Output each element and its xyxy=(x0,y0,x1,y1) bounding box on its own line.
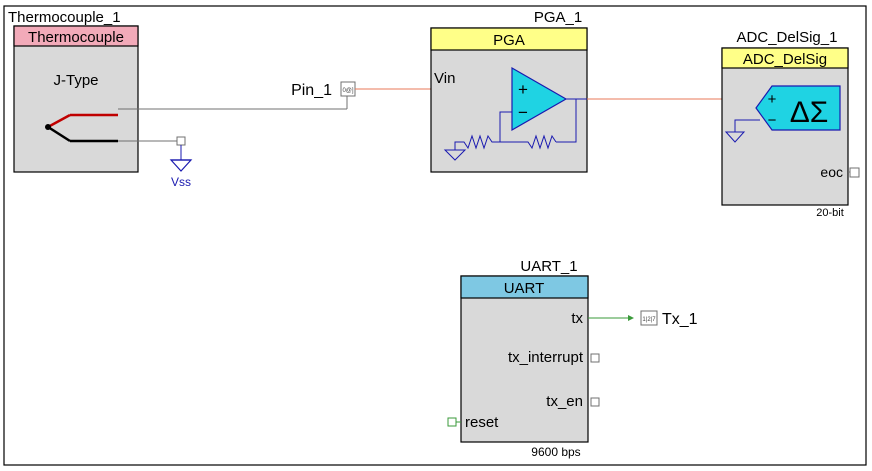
uart-tx-label: tx xyxy=(571,310,583,327)
tx-en-terminal-icon[interactable] xyxy=(590,397,600,407)
uart-tx-en-label: tx_en xyxy=(546,393,583,410)
pga-component[interactable]: PGA_1 PGA Vin + − xyxy=(430,9,588,173)
pga-plus-label: + xyxy=(518,80,528,99)
vss-terminal-icon[interactable] xyxy=(176,136,186,146)
analog-pin-glyph: 0@] xyxy=(342,88,353,94)
vss-label: Vss xyxy=(171,175,191,189)
reset-terminal-icon[interactable] xyxy=(447,417,457,427)
uart-reset-label: reset xyxy=(465,414,499,431)
pga-minus-label: − xyxy=(518,103,528,122)
opamp-icon xyxy=(511,66,568,132)
tx1-label: Tx_1 xyxy=(662,311,698,328)
sheet-border xyxy=(3,5,867,466)
pin1-component[interactable]: Pin_1 0@] xyxy=(291,81,356,99)
digital-pin-glyph: 1|2|7 xyxy=(642,317,656,323)
uart-component[interactable]: UART_1 UART tx tx_interrupt tx_en reset … xyxy=(447,258,600,459)
wire-arrow-icon xyxy=(628,315,634,321)
adc-instance-name: ADC_DelSig_1 xyxy=(737,29,838,46)
uart-baud-label: 9600 bps xyxy=(531,445,580,459)
thermocouple-junction-icon xyxy=(45,113,118,143)
thermocouple-header xyxy=(13,25,139,47)
pga-header-label: PGA xyxy=(493,32,525,49)
adc-symbol: ΔΣ xyxy=(790,96,829,129)
uart-header-label: UART xyxy=(504,280,545,297)
thermocouple-type-label: J-Type xyxy=(53,72,98,89)
adc-component[interactable]: ADC_DelSig_1 ADC_DelSig + − ΔΣ eoc 20-bi… xyxy=(721,29,860,219)
uart-tx-interrupt-label: tx_interrupt xyxy=(508,349,584,366)
digital-output-pin-icon xyxy=(640,310,658,326)
adc-resolution-label: 20-bit xyxy=(816,207,844,219)
thermocouple-body xyxy=(13,25,139,173)
delta-sigma-icon xyxy=(755,85,841,131)
uart-header xyxy=(460,275,589,299)
ground-icon xyxy=(169,159,193,172)
adc-header xyxy=(721,47,849,69)
adc-header-label: ADC_DelSig xyxy=(743,51,827,68)
pga-vin-label: Vin xyxy=(434,70,455,87)
tx-interrupt-terminal-icon[interactable] xyxy=(590,353,600,363)
thermocouple-header-label: Thermocouple xyxy=(28,29,124,46)
tx1-component[interactable]: 1|2|7 Tx_1 xyxy=(640,310,698,328)
pga-header xyxy=(430,27,588,51)
eoc-terminal-icon[interactable] xyxy=(849,167,860,178)
adc-ground-icon xyxy=(724,119,760,143)
thermocouple-component[interactable]: Thermocouple_1 Thermocouple J-Type xyxy=(8,9,139,173)
uart-instance-name: UART_1 xyxy=(520,258,577,275)
pin1-label: Pin_1 xyxy=(291,82,332,99)
thermocouple-instance-name: Thermocouple_1 xyxy=(8,9,121,26)
adc-plus-label: + xyxy=(768,91,777,108)
pga-instance-name: PGA_1 xyxy=(534,9,582,26)
adc-minus-label: − xyxy=(768,112,777,129)
adc-eoc-label: eoc xyxy=(820,164,843,180)
